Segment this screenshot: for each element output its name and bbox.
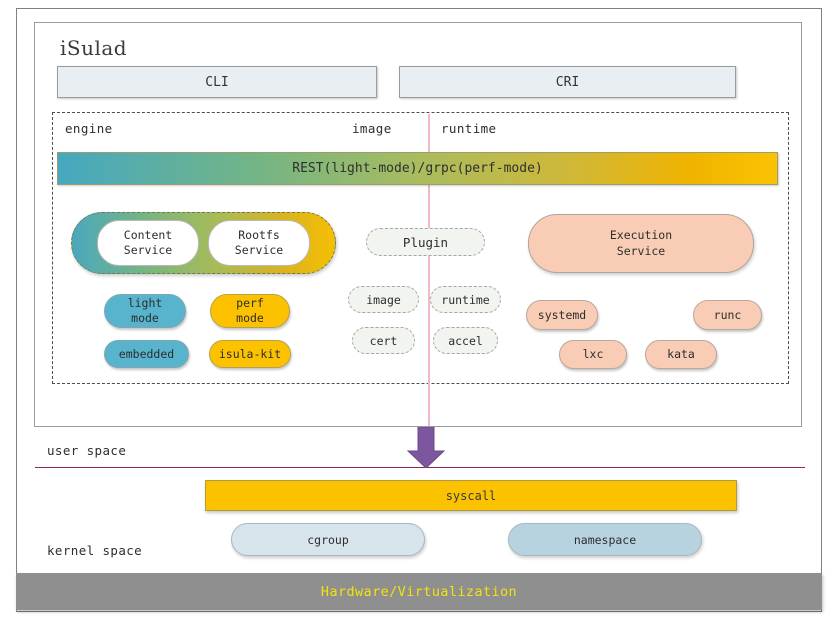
plugin-runtime-pill[interactable]: runtime <box>430 286 501 313</box>
column-label-runtime: runtime <box>441 121 497 136</box>
service-capsule: Content Service Rootfs Service <box>71 212 336 274</box>
rootfs-service-pill[interactable]: Rootfs Service <box>208 220 310 266</box>
kata-pill[interactable]: kata <box>645 340 717 369</box>
perf-mode-pill[interactable]: perf mode <box>210 294 290 328</box>
user-kernel-boundary-line <box>35 467 805 469</box>
cri-box[interactable]: CRI <box>399 66 736 98</box>
runc-pill[interactable]: runc <box>693 300 762 330</box>
execution-service-box[interactable]: Execution Service <box>528 214 754 273</box>
plugin-image-pill[interactable]: image <box>348 286 419 313</box>
cli-box[interactable]: CLI <box>57 66 377 98</box>
lxc-pill[interactable]: lxc <box>559 340 627 369</box>
plugin-accel-pill[interactable]: accel <box>433 327 498 354</box>
vertical-divider <box>428 114 430 426</box>
rest-grpc-bar: REST(light-mode)/grpc(perf-mode) <box>57 152 778 185</box>
cgroup-pill[interactable]: cgroup <box>231 523 425 556</box>
perf-mode-line2: mode <box>236 311 264 325</box>
systemd-pill[interactable]: systemd <box>526 300 598 330</box>
down-arrow-icon <box>406 427 446 468</box>
user-space-label: user space <box>47 443 127 458</box>
column-label-engine: engine <box>65 121 113 136</box>
kernel-space-label: kernel space <box>47 543 143 558</box>
syscall-bar: syscall <box>205 480 737 511</box>
rootfs-service-line1: Rootfs <box>238 228 280 243</box>
content-service-line1: Content <box>123 228 173 243</box>
content-service-line2: Service <box>123 243 173 257</box>
content-service-pill[interactable]: Content Service <box>97 220 199 266</box>
light-mode-line1: light <box>127 296 163 311</box>
hardware-virtualization-bar: Hardware/Virtualization <box>16 573 822 610</box>
isulad-title: iSulad <box>60 36 128 60</box>
execution-service-line1: Execution <box>609 227 673 242</box>
light-mode-pill[interactable]: light mode <box>104 294 186 328</box>
rootfs-service-line2: Service <box>234 243 284 257</box>
plugin-cert-pill[interactable]: cert <box>352 327 415 354</box>
column-label-image: image <box>352 121 392 136</box>
perf-mode-line1: perf <box>236 296 264 311</box>
namespace-pill[interactable]: namespace <box>508 523 702 556</box>
light-mode-line2: mode <box>131 311 159 325</box>
plugin-main-pill[interactable]: Plugin <box>366 228 485 256</box>
embedded-pill[interactable]: embedded <box>104 340 189 368</box>
execution-service-line2: Service <box>616 243 666 258</box>
isula-kit-pill[interactable]: isula-kit <box>209 340 291 368</box>
